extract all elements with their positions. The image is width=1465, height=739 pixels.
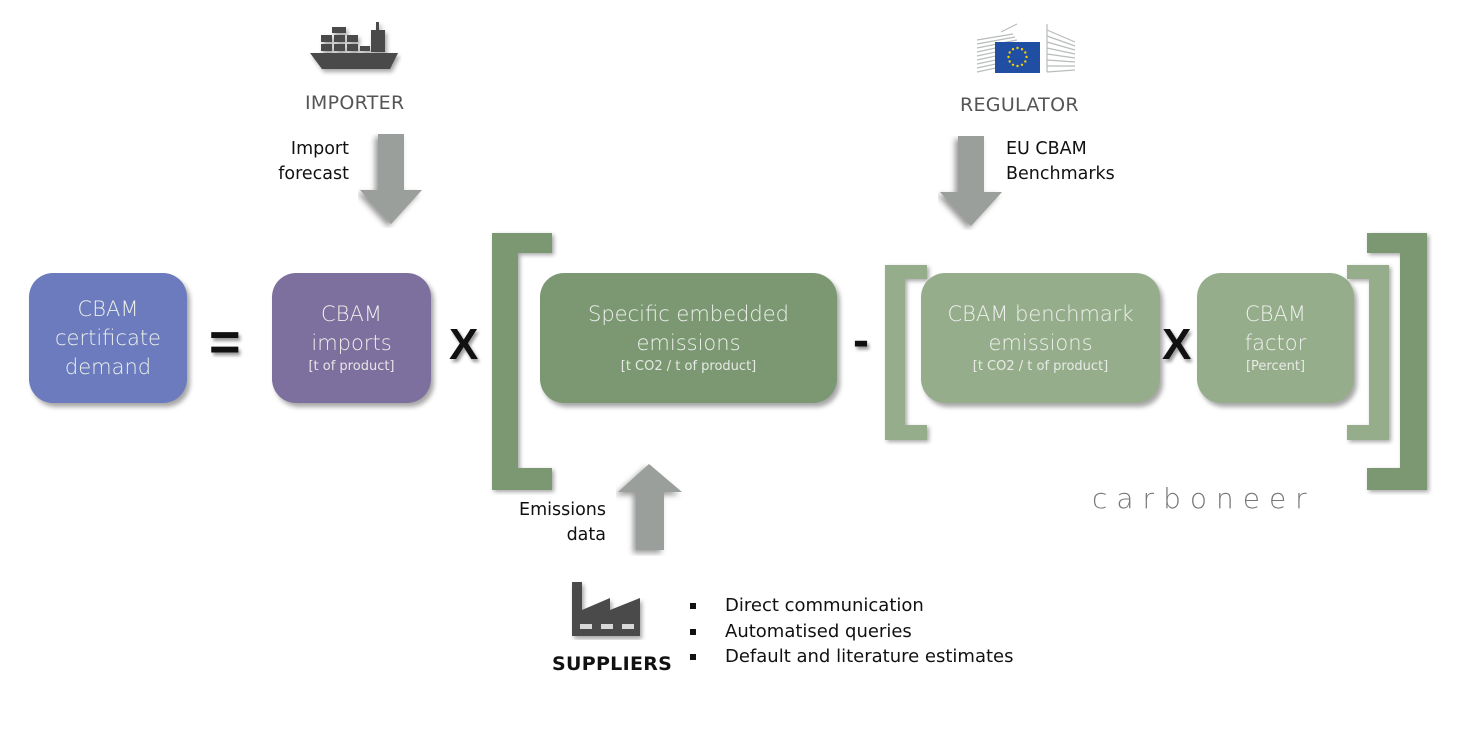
inner-left-bracket — [885, 265, 927, 440]
outer-left-bracket — [492, 233, 552, 490]
minus-operator: - — [853, 314, 869, 367]
factory-icon — [572, 582, 640, 636]
list-item: Direct communication — [690, 593, 1014, 619]
outer-right-bracket — [1367, 233, 1427, 490]
import-forecast-label: Import forecast — [278, 139, 349, 184]
up-arrow-icon — [618, 464, 682, 550]
down-arrow-icon — [940, 136, 1002, 226]
list-item: Automatised queries — [690, 619, 1014, 645]
carboneer-logo: carboneer — [1092, 482, 1316, 515]
down-arrow-icon — [360, 134, 422, 224]
emissions-data-label: Emissions data — [519, 500, 606, 545]
cbam-imports-box: CBAM imports [t of product] — [272, 273, 431, 403]
cbam-factor-box: CBAM factor [Percent] — [1197, 273, 1354, 403]
eu-commission-icon — [976, 23, 1076, 73]
specific-embedded-emissions-box: Specific embedded emissions [t CO2 / t o… — [540, 273, 837, 403]
equals-operator: = — [209, 312, 241, 372]
multiply-operator: X — [449, 320, 479, 369]
eu-benchmarks-label: EU CBAM Benchmarks — [1006, 139, 1115, 184]
inner-right-bracket — [1347, 265, 1389, 440]
ship-icon — [310, 22, 398, 69]
importer-label: IMPORTER — [305, 92, 405, 114]
regulator-label: REGULATOR — [960, 94, 1079, 116]
multiply-operator: X — [1162, 320, 1192, 369]
cbam-certificate-demand-box: CBAM certificate demand — [29, 273, 187, 403]
suppliers-label: SUPPLIERS — [552, 653, 673, 675]
cbam-benchmark-emissions-box: CBAM benchmark emissions [t CO2 / t of p… — [921, 273, 1160, 403]
list-item: Default and literature estimates — [690, 644, 1014, 670]
supplier-methods-list: Direct communication Automatised queries… — [690, 593, 1014, 670]
